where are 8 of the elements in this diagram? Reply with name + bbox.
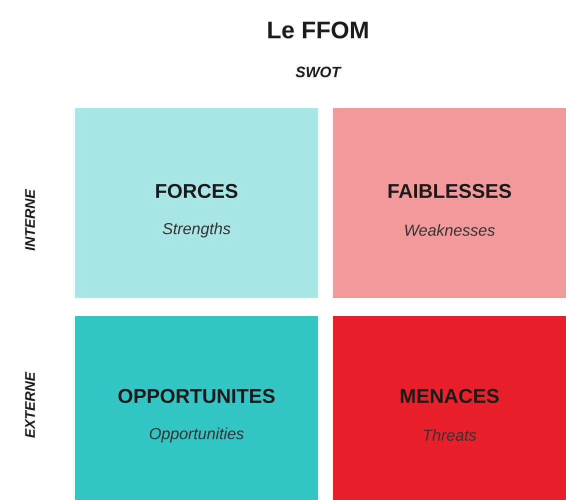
- side-label: EXTERNE: [25, 372, 35, 438]
- side-label: INTERNE: [25, 188, 35, 250]
- quadrant-box: MENACES Threats: [333, 316, 566, 500]
- quadrant-box: FORCES Strengths: [75, 108, 318, 298]
- quadrant-box: OPPORTUNITES Opportunities: [75, 316, 318, 500]
- quadrant-box: FAIBLESSES Weaknesses: [333, 108, 566, 298]
- subtitle: SWOT: [296, 66, 342, 78]
- title: Le FFOM: [268, 22, 368, 38]
